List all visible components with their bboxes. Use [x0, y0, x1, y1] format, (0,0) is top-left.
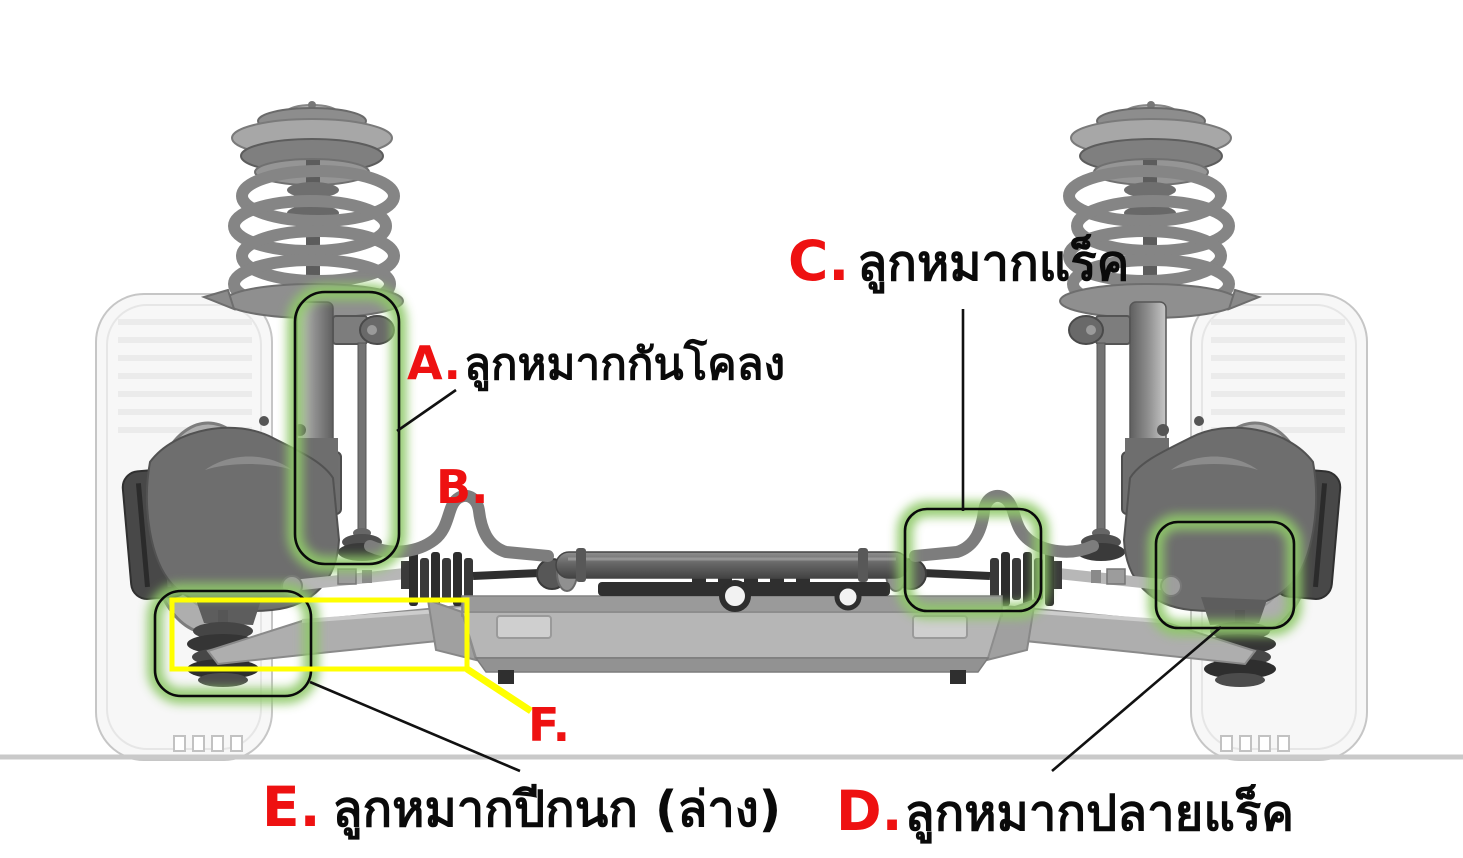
highlight-rect-f: [169, 597, 533, 714]
subframe-crossmember: [426, 576, 1037, 684]
label-c-text: ลูกหมากแร็ค: [857, 235, 1130, 292]
highlight-box-d: [1148, 514, 1302, 636]
label-b-letter: B.: [436, 460, 489, 514]
label-a-text: ลูกหมากกันโคลง: [463, 339, 786, 390]
highlight-box-c: [897, 501, 1049, 619]
label-f-letter: F.: [528, 698, 571, 752]
highlight-box-e: [147, 583, 319, 704]
leader-line-d: [1051, 626, 1222, 772]
label-b: B.: [436, 464, 489, 510]
leader-line-a: [396, 388, 457, 433]
label-e: E. ลูกหมากปีกนก (ล่าง): [262, 780, 781, 835]
label-c: C. ลูกหมากแร็ค: [788, 234, 1129, 289]
highlight-box-a: [287, 284, 407, 572]
label-c-letter: C.: [788, 229, 850, 293]
label-d: D. ลูกหมากปลายแร็ค: [836, 784, 1294, 839]
label-a: A. ลูกหมากกันโคลง: [407, 340, 785, 387]
leader-line-e: [309, 680, 521, 773]
steering-rack: [555, 548, 909, 582]
label-d-text: ลูกหมากปลายแร็ค: [904, 785, 1295, 842]
label-f: F.: [528, 702, 570, 748]
label-d-letter: D.: [836, 779, 903, 843]
label-e-letter: E.: [262, 775, 321, 839]
label-a-letter: A.: [407, 336, 461, 390]
label-e-text: ลูกหมากปีกนก (ล่าง): [332, 781, 782, 838]
